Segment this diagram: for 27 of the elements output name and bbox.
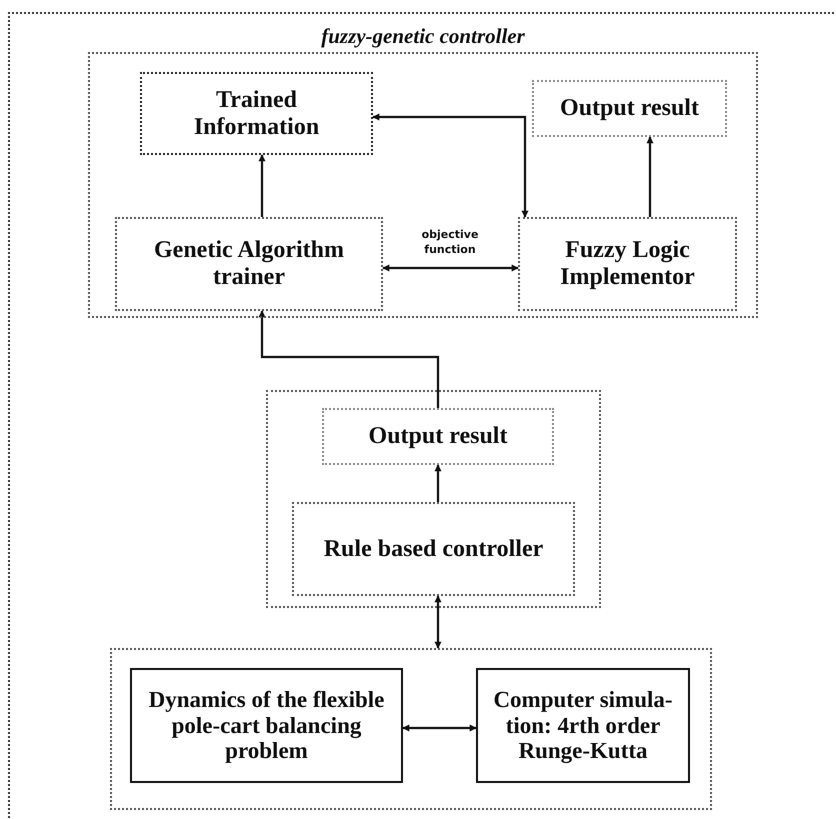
arrow bbox=[258, 310, 440, 408]
box-label: Trained Information bbox=[192, 86, 320, 140]
box-label: Genetic Algorithm trainer bbox=[153, 237, 345, 291]
arrow bbox=[646, 136, 654, 217]
group-frame bbox=[110, 648, 712, 810]
arrow bbox=[402, 724, 477, 732]
process-box bbox=[292, 502, 575, 596]
process-box bbox=[130, 668, 403, 783]
process-box bbox=[476, 668, 690, 783]
arrow bbox=[434, 464, 442, 502]
process-box bbox=[532, 80, 727, 137]
process-box bbox=[140, 72, 373, 155]
box-label: Fuzzy Logic Implementor bbox=[559, 237, 696, 291]
arrow bbox=[258, 154, 266, 217]
box-label: Computer simula- tion: 4rth order Runge-Kutta bbox=[492, 686, 674, 764]
box-label: Output result bbox=[368, 423, 508, 450]
arrow bbox=[382, 264, 519, 272]
process-box bbox=[115, 217, 383, 311]
arrow bbox=[372, 114, 528, 218]
group-title: fuzzy-genetic controller bbox=[320, 24, 526, 49]
arrow bbox=[434, 595, 442, 649]
process-box bbox=[322, 408, 554, 465]
group-frame bbox=[266, 390, 601, 608]
box-label: Rule based controller bbox=[322, 536, 544, 562]
box-label: Output result bbox=[559, 95, 700, 122]
box-label: Dynamics of the flexible pole-cart balancing problem bbox=[148, 686, 386, 764]
process-box bbox=[518, 217, 737, 311]
